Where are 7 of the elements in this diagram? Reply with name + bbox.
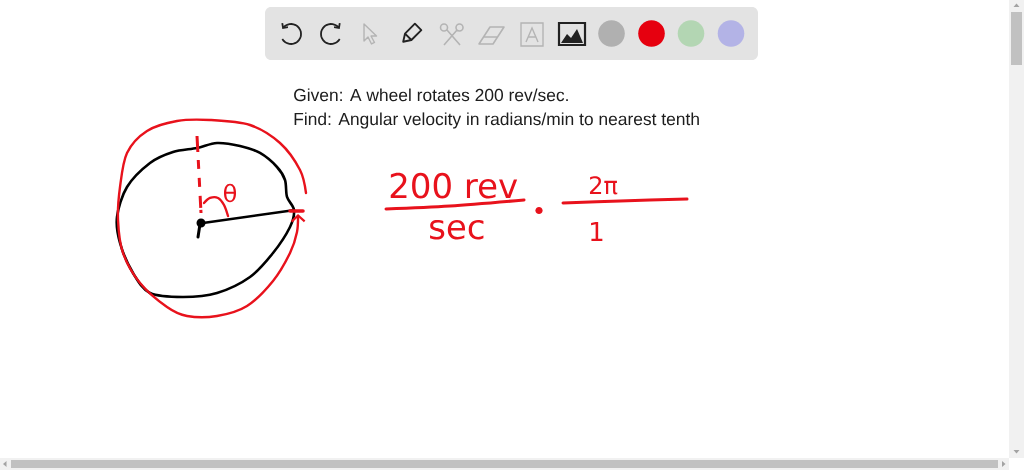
problem-statement: Given: A wheel rotates 200 rev/sec. bbox=[294, 88, 568, 102]
numerator: 200 rev bbox=[390, 172, 518, 199]
problem-statement: Find: Angular velocity in radians/min to nearest tenth bbox=[294, 112, 699, 129]
numerator: 2π bbox=[589, 176, 618, 195]
denominator: sec bbox=[430, 219, 484, 240]
angle-label: θ bbox=[224, 183, 237, 203]
denominator: 1 bbox=[591, 222, 603, 241]
